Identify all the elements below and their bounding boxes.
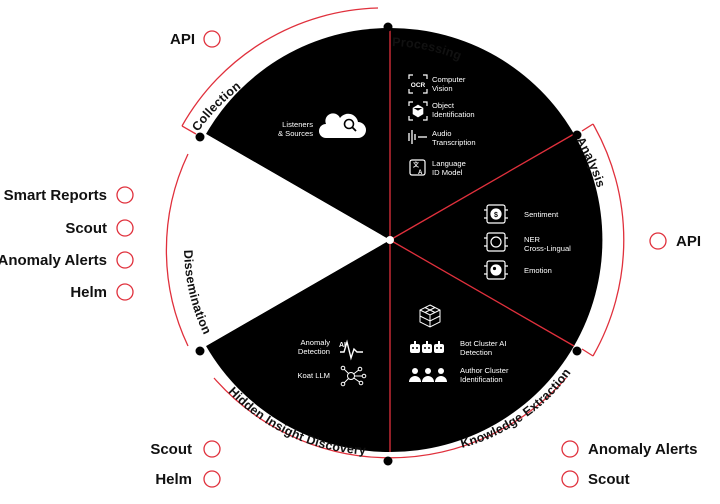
wheel xyxy=(177,27,603,453)
outputs-collection: API xyxy=(170,30,221,48)
wedge-processing xyxy=(390,27,574,240)
svg-text:AI: AI xyxy=(339,342,346,349)
output-label: Scout xyxy=(65,220,107,237)
cubes-icon xyxy=(419,304,441,328)
output-label: Helm xyxy=(155,471,192,488)
item-line: Bot Cluster AI xyxy=(460,339,506,348)
language-icon: 文 A xyxy=(409,159,426,176)
item-line: Detection xyxy=(298,347,330,356)
knowledge-content: Bot Cluster AI Detection Author Cluster … xyxy=(409,304,509,384)
hidden-insight-content: Anomaly Detection AI Koat LLM xyxy=(297,338,367,387)
wedge-dividers xyxy=(389,28,575,452)
wedge-collection xyxy=(206,27,390,241)
item-line: Identification xyxy=(460,375,503,384)
audio-wave-icon xyxy=(408,130,427,144)
output-circle-icon xyxy=(116,186,134,204)
output-label: Scout xyxy=(588,471,630,488)
arc-analysis xyxy=(592,123,625,357)
item-line: Audio xyxy=(432,129,451,138)
output-circle-icon xyxy=(116,251,134,269)
collection-content: Listeners & Sources xyxy=(278,113,366,138)
output-circle-icon xyxy=(203,470,221,488)
emotion-chip-icon xyxy=(484,260,508,280)
output-circle-icon xyxy=(561,440,579,458)
wedge-hidden xyxy=(206,240,390,453)
output-circle-icon xyxy=(561,470,579,488)
item-line: Object xyxy=(432,101,455,110)
ner-chip-icon xyxy=(484,232,508,252)
bots-icon xyxy=(410,341,444,353)
outputs-dissemination: Smart Reports Scout Anomaly Alerts Helm xyxy=(0,186,134,301)
ai-wave-icon: AI xyxy=(339,339,363,361)
listeners-line-2: & Sources xyxy=(278,129,313,138)
item-line: Identification xyxy=(432,110,475,119)
outputs-knowledge: Anomaly Alerts Scout xyxy=(561,440,697,488)
analysis-content: $ Sentiment NER Cross-Lingual Emotion xyxy=(484,204,571,280)
dot-hidden xyxy=(383,456,393,466)
item-line: Sentiment xyxy=(524,210,559,219)
item-line: NER xyxy=(524,235,541,244)
output-circle-icon xyxy=(649,232,667,250)
cloud-search-icon xyxy=(319,113,366,138)
svg-text:$: $ xyxy=(494,212,498,219)
wedge-knowledge xyxy=(390,240,574,453)
output-label: Anomaly Alerts xyxy=(0,252,107,269)
wedge-dissemination xyxy=(177,134,390,346)
outputs-analysis: API xyxy=(649,232,701,250)
wedge-analysis xyxy=(390,134,603,346)
item-line: Detection xyxy=(460,348,492,357)
arc-processing-collection xyxy=(181,7,379,127)
dot-dissemination xyxy=(195,346,205,356)
item-line: Emotion xyxy=(524,266,552,275)
people-icon xyxy=(409,368,447,382)
dot-processing xyxy=(383,22,393,32)
svg-text:A: A xyxy=(418,170,423,176)
output-label: Scout xyxy=(150,441,192,458)
item-line: Koat LLM xyxy=(297,371,330,380)
svg-text:文: 文 xyxy=(412,161,420,169)
svg-text:OCR: OCR xyxy=(411,82,426,89)
item-line: Language xyxy=(432,159,466,168)
center-dot xyxy=(386,236,394,244)
output-circle-icon xyxy=(116,283,134,301)
item-line: Author Cluster xyxy=(460,366,509,375)
item-line: Computer xyxy=(432,75,466,84)
dot-analysis xyxy=(572,130,582,140)
item-line: Anomaly xyxy=(300,338,330,347)
sentiment-chip-icon: $ xyxy=(484,204,508,224)
output-circle-icon xyxy=(203,440,221,458)
stage-dots xyxy=(195,22,582,466)
output-label: API xyxy=(676,233,701,250)
listeners-line-1: Listeners xyxy=(282,120,313,129)
outputs-hidden-insight: Scout Helm xyxy=(150,440,221,488)
output-label: Helm xyxy=(70,284,107,301)
arc-dissemination xyxy=(165,153,189,347)
dot-collection xyxy=(195,132,205,142)
ocr-icon: OCR xyxy=(408,74,428,94)
item-line: Cross-Lingual xyxy=(524,244,571,253)
output-label: Anomaly Alerts xyxy=(588,441,697,458)
output-label: API xyxy=(170,31,195,48)
dot-knowledge xyxy=(572,346,582,356)
output-circle-icon xyxy=(203,30,221,48)
item-line: Transcription xyxy=(432,138,476,147)
network-icon xyxy=(340,365,367,387)
output-label: Smart Reports xyxy=(4,187,107,204)
object-cube-icon xyxy=(408,101,428,121)
processing-content: OCR Computer Vision Object Identificatio… xyxy=(408,74,476,177)
item-line: ID Model xyxy=(432,168,463,177)
item-line: Vision xyxy=(432,84,453,93)
output-circle-icon xyxy=(116,219,134,237)
